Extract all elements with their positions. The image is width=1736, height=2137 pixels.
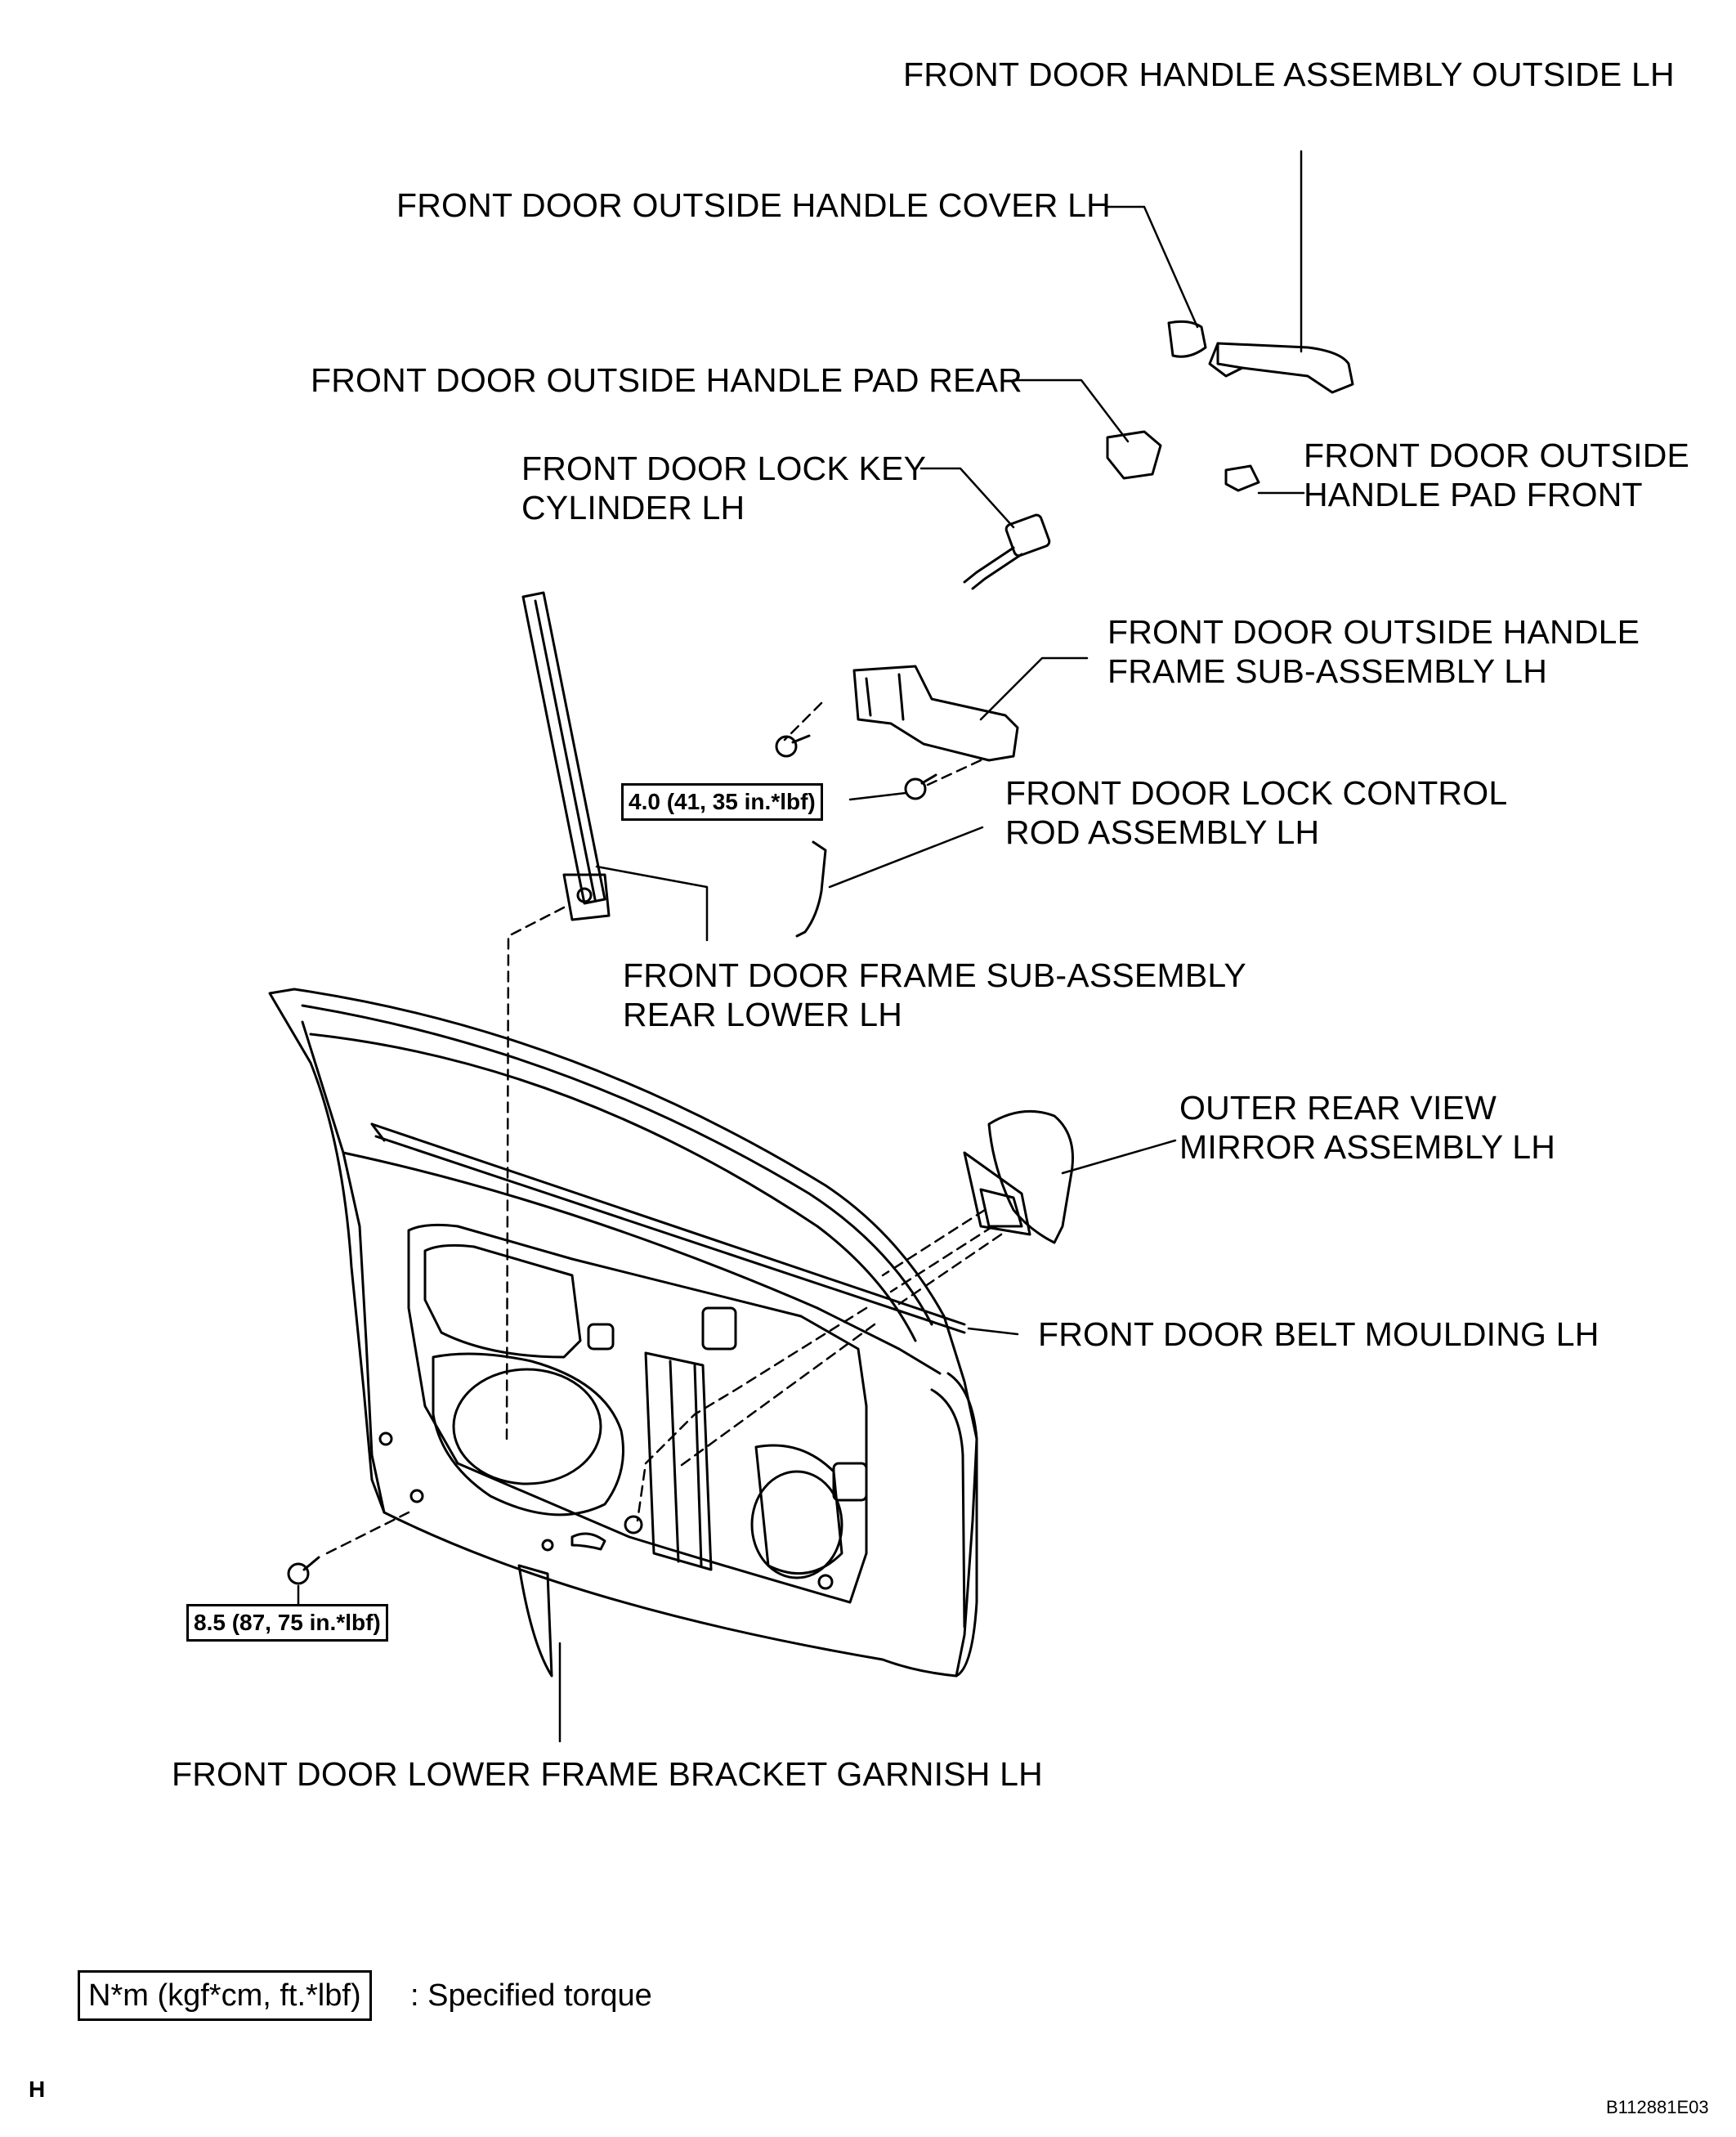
figure-code: B112881E03 xyxy=(1606,2097,1709,2117)
label-mirror-line1: OUTER REAR VIEW xyxy=(1179,1089,1497,1127)
lock-control-rod-shape xyxy=(795,840,827,938)
lower-frame-bracket-garnish-shape xyxy=(517,1564,553,1678)
label-lock-control-rod-line1: FRONT DOOR LOCK CONTROL xyxy=(1005,774,1508,812)
label-handle-cover: FRONT DOOR OUTSIDE HANDLE COVER LH xyxy=(396,186,1111,224)
label-belt-moulding: FRONT DOOR BELT MOULDING LH xyxy=(1038,1315,1600,1353)
label-handle-frame-line1: FRONT DOOR OUTSIDE HANDLE xyxy=(1107,613,1640,651)
outside-handle-cover-shape xyxy=(1167,320,1207,358)
label-handle-frame-line2: FRAME SUB-ASSEMBLY LH xyxy=(1107,652,1548,690)
leader-lines xyxy=(297,150,1305,1743)
label-lock-control-rod-line2: ROD ASSEMBLY LH xyxy=(1005,813,1320,851)
door-panel xyxy=(268,988,978,1678)
label-frame-rear-lower-line2: REAR LOWER LH xyxy=(623,996,903,1033)
label-mirror-line2: MIRROR ASSEMBLY LH xyxy=(1179,1128,1556,1166)
bolt-handle-frame-1 xyxy=(775,734,811,758)
bolt-door-frame xyxy=(287,1556,320,1585)
door-frame-sub-assembly xyxy=(521,591,611,921)
outside-handle-assembly-shape xyxy=(1208,342,1354,394)
torque-handle-frame-bolt: 4.0 (41, 35 in.*lbf) xyxy=(621,783,823,821)
outer-rear-view-mirror xyxy=(963,1109,1074,1244)
label-handle-pad-rear: FRONT DOOR OUTSIDE HANDLE PAD REAR xyxy=(311,361,1022,399)
bolt-handle-frame-2 xyxy=(904,773,937,800)
label-frame-rear-lower-line1: FRONT DOOR FRAME SUB-ASSEMBLY xyxy=(623,956,1246,994)
outside-handle-frame-shape xyxy=(852,665,1019,762)
outside-handle-pad-rear-shape xyxy=(1106,430,1162,480)
label-handle-assembly-outside: FRONT DOOR HANDLE ASSEMBLY OUTSIDE LH xyxy=(903,56,1675,93)
label-lock-key-cylinder-line1: FRONT DOOR LOCK KEY xyxy=(521,450,927,487)
legend-torque-unit: N*m (kgf*cm, ft.*lbf) xyxy=(78,1970,372,2021)
label-handle-pad-front-line2: HANDLE PAD FRONT xyxy=(1304,476,1643,513)
torque-door-frame-bolt: 8.5 (87, 75 in.*lbf) xyxy=(186,1604,388,1642)
assembly-guide-lines xyxy=(325,701,1003,1555)
lock-key-cylinder-shape xyxy=(963,513,1051,590)
legend-torque-description: : Specified torque xyxy=(410,1978,652,2013)
label-handle-pad-front-line1: FRONT DOOR OUTSIDE xyxy=(1304,437,1690,474)
label-lower-frame-garnish: FRONT DOOR LOWER FRAME BRACKET GARNISH L… xyxy=(172,1755,1043,1793)
outside-handle-pad-front-shape xyxy=(1224,464,1260,492)
label-lock-key-cylinder-line2: CYLINDER LH xyxy=(521,489,745,526)
section-letter: H xyxy=(29,2077,46,2102)
